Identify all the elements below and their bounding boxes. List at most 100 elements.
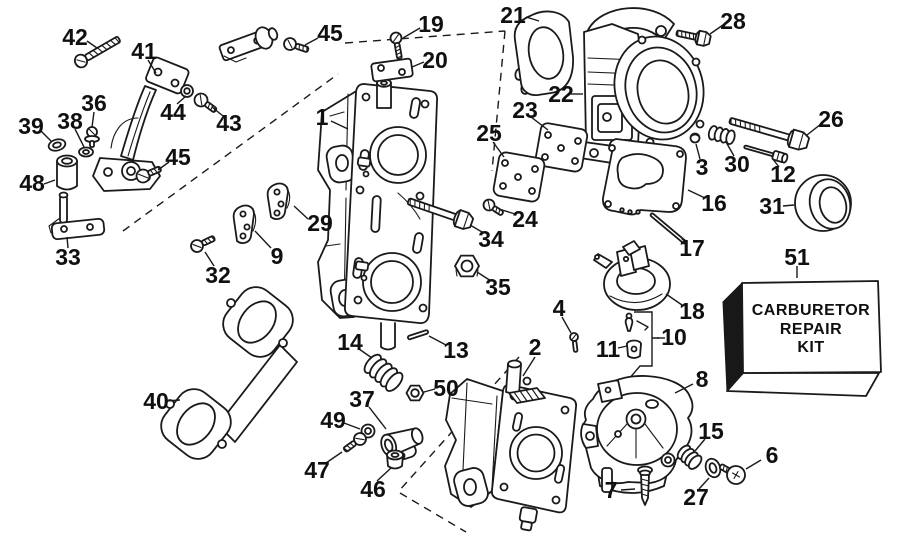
callout-leader-30 xyxy=(725,141,735,157)
part-35-nut xyxy=(454,254,480,278)
callout-leader-49 xyxy=(343,422,361,430)
callout-25: 25 xyxy=(476,120,502,146)
callout-23: 23 xyxy=(512,97,538,123)
part-33-link-rod xyxy=(48,191,106,241)
part-1-carburetor-body-top xyxy=(317,78,439,351)
callout-2: 2 xyxy=(529,334,542,360)
callout-33: 33 xyxy=(55,244,81,270)
callout-34: 34 xyxy=(478,226,504,252)
callout-leader-17 xyxy=(681,238,688,244)
callout-leader-4 xyxy=(561,316,572,334)
callout-6: 6 xyxy=(766,442,779,468)
part-39-washer xyxy=(47,138,67,152)
part-28-bolt xyxy=(675,29,712,47)
callout-leader-29 xyxy=(293,205,309,220)
callout-17: 17 xyxy=(679,235,705,261)
repair-kit-text-line1: CARBURETOR xyxy=(752,302,870,319)
callout-29: 29 xyxy=(307,210,333,236)
callout-leader-23 xyxy=(530,116,549,131)
callout-39: 39 xyxy=(18,113,44,139)
callout-leader-7 xyxy=(620,488,636,491)
callout-leader-38 xyxy=(74,128,85,148)
part-48-spacer xyxy=(56,154,78,191)
part-36-screw xyxy=(84,126,100,148)
part-23-cover-plate xyxy=(534,122,589,173)
callout-leader-2 xyxy=(522,356,536,377)
callout-45-upper: 45 xyxy=(317,20,343,46)
part-21-gasket xyxy=(513,10,574,96)
part-26-bolt xyxy=(728,117,811,151)
callout-47: 47 xyxy=(304,457,330,483)
callout-38: 38 xyxy=(57,108,83,134)
callout-10: 10 xyxy=(661,324,687,350)
callout-leader-45-left xyxy=(157,161,170,171)
callout-3: 3 xyxy=(696,154,709,180)
repair-kit-text-line3: KIT xyxy=(797,339,824,356)
callout-40: 40 xyxy=(143,388,169,414)
callout-leader-46 xyxy=(376,467,392,482)
part-2-carburetor-body-bottom xyxy=(444,359,578,532)
callout-leader-26 xyxy=(806,123,822,136)
callout-7: 7 xyxy=(605,477,618,503)
part-47-screw xyxy=(342,432,367,453)
callout-9: 9 xyxy=(271,243,284,269)
part-40-gasket xyxy=(160,286,298,460)
callout-leader-18 xyxy=(665,293,683,306)
callout-leader-1 xyxy=(330,120,349,130)
callout-leader-36 xyxy=(91,111,95,128)
part-50-nut xyxy=(405,384,425,402)
callout-4: 4 xyxy=(553,295,566,321)
callout-50: 50 xyxy=(433,375,459,401)
part-18-float xyxy=(593,240,671,311)
callout-leader-47 xyxy=(325,451,343,464)
callout-leader-32 xyxy=(204,251,215,267)
callout-leader-25 xyxy=(492,141,505,158)
callout-leader-39 xyxy=(40,130,52,142)
callout-15: 15 xyxy=(698,418,724,444)
callout-leader-28 xyxy=(709,24,724,35)
part-30-spring xyxy=(707,125,736,145)
callout-18: 18 xyxy=(679,298,705,324)
callout-leader-43 xyxy=(211,106,224,117)
callout-12: 12 xyxy=(770,161,796,187)
part-29-bracket xyxy=(266,182,291,220)
callout-leader-11 xyxy=(617,345,628,349)
part-38-washer xyxy=(78,146,94,158)
callout-44: 44 xyxy=(160,99,186,125)
part-19-screw xyxy=(389,31,403,60)
callout-42: 42 xyxy=(62,24,88,50)
callout-leader-27 xyxy=(698,477,710,490)
callout-leader-21 xyxy=(525,16,540,22)
callout-leader-37 xyxy=(368,406,387,430)
callout-51: 51 xyxy=(784,244,810,270)
callout-leader-14 xyxy=(358,348,373,359)
callout-19: 19 xyxy=(418,11,444,37)
callout-leader-44 xyxy=(176,95,187,105)
callout-20: 20 xyxy=(422,47,448,73)
callout-45-left: 45 xyxy=(165,144,191,170)
callout-27: 27 xyxy=(683,484,709,510)
callout-16: 16 xyxy=(701,190,727,216)
part-7-screw xyxy=(637,465,653,506)
callout-24: 24 xyxy=(512,206,538,232)
callout-46: 46 xyxy=(360,476,386,502)
callout-1: 1 xyxy=(316,104,329,130)
callout-leader-48 xyxy=(43,179,56,185)
part-44-washer xyxy=(180,84,194,98)
callout-leader-50 xyxy=(423,388,436,393)
callout-26: 26 xyxy=(818,106,844,132)
callout-leader-34 xyxy=(469,224,483,233)
callout-leader-3 xyxy=(695,143,701,160)
callout-14: 14 xyxy=(337,329,363,355)
linkage-roller-assembly xyxy=(218,26,279,63)
callout-37: 37 xyxy=(349,386,375,412)
part-4-screw xyxy=(569,332,579,353)
part-41-bracket-arm xyxy=(92,56,190,192)
callout-41: 41 xyxy=(131,38,157,64)
part-13-pin xyxy=(407,329,429,341)
part-14-spring xyxy=(363,353,404,392)
callout-leader-16 xyxy=(687,189,706,199)
callout-leader-31 xyxy=(782,204,795,207)
